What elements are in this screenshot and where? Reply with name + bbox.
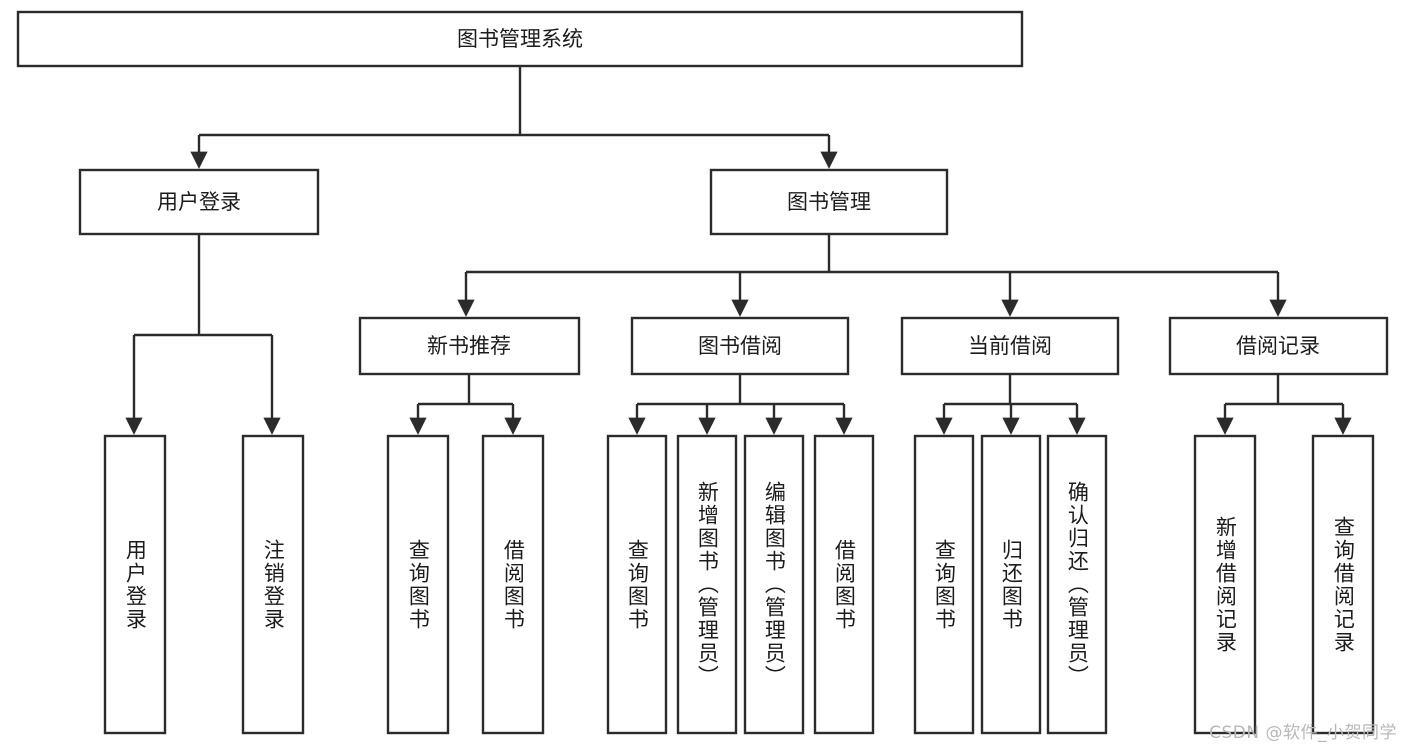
- connectors: [125, 66, 1352, 435]
- leaf-box-4[interactable]: [606, 434, 668, 735]
- node-label-user-login: 用户登录: [157, 190, 241, 214]
- leaf-box-2[interactable]: [386, 434, 450, 735]
- node-box-user-login[interactable]: [78, 168, 320, 236]
- node-label-records: 借阅记录: [1236, 334, 1320, 358]
- node-box-new-books[interactable]: [358, 316, 581, 376]
- node-label-current: 当前借阅: [968, 334, 1052, 358]
- leaf-box-10[interactable]: [1046, 434, 1108, 735]
- leaf-box-3[interactable]: [481, 434, 545, 735]
- node-label-borrow: 图书借阅: [698, 334, 782, 358]
- watermark-text: CSDN @软件_小贺同学: [1209, 723, 1397, 743]
- leaf-box-0[interactable]: [103, 434, 167, 735]
- node-box-current[interactable]: [900, 316, 1120, 376]
- leaf-box-8[interactable]: [913, 434, 975, 735]
- leaf-box-1[interactable]: [241, 434, 305, 735]
- node-boxes: [16, 10, 1389, 735]
- horizontal-labels: 图书管理系统 用户登录 图书管理 新书推荐 图书借阅 当前借阅 借阅记录: [157, 27, 1320, 358]
- leaf-box-7[interactable]: [813, 434, 875, 735]
- leaf-box-6[interactable]: [743, 434, 805, 735]
- node-label-root: 图书管理系统: [457, 27, 583, 51]
- leaf-box-12[interactable]: [1311, 434, 1375, 735]
- leaf-box-5[interactable]: [676, 434, 738, 735]
- node-box-root[interactable]: [16, 10, 1024, 68]
- leaf-box-9[interactable]: [980, 434, 1042, 735]
- node-label-book-mgmt: 图书管理: [787, 190, 871, 214]
- leaf-box-11[interactable]: [1193, 434, 1257, 735]
- node-label-new-books: 新书推荐: [427, 334, 511, 358]
